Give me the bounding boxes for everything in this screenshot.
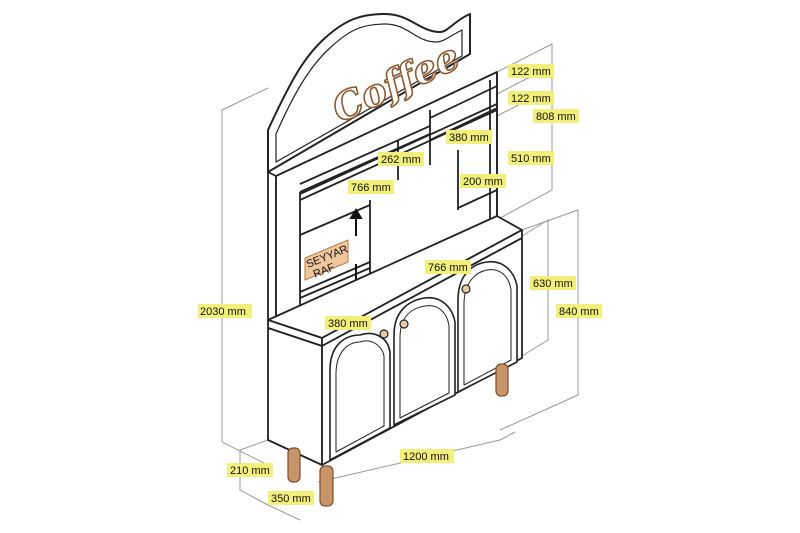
dim-inner-width-262: 262 mm xyxy=(381,154,421,166)
top-arch-panel xyxy=(267,13,471,173)
dim-upper-open: 510 mm xyxy=(511,153,551,165)
dim-counter-width-766: 766 mm xyxy=(428,262,468,274)
dim-shelf-height-200: 200 mm xyxy=(463,176,503,188)
dim-total-width: 1200 mm xyxy=(403,451,449,463)
dim-total-height: 2030 mm xyxy=(200,306,246,318)
knob-3 xyxy=(461,284,471,294)
dim-inner-width-380-bottom: 380 mm xyxy=(328,318,368,330)
knob-2 xyxy=(399,319,409,329)
dim-upper-total: 808 mm xyxy=(536,111,576,123)
depth-guide xyxy=(239,439,301,521)
door-1-inner xyxy=(335,340,385,453)
dim-lower-total-840: 840 mm xyxy=(559,306,599,318)
dim-top-shelf-2: 122 mm xyxy=(511,93,551,105)
dim-upper-width-766: 766 mm xyxy=(351,182,391,194)
dim-top-shelf-1: 122 mm xyxy=(511,66,551,78)
cabinet-legs xyxy=(287,363,509,507)
door-knobs xyxy=(379,284,471,339)
knob-1 xyxy=(379,329,389,339)
arched-doors xyxy=(329,261,518,461)
leg-front-right xyxy=(495,363,509,397)
dim-leg-height: 210 mm xyxy=(230,465,270,477)
lower-840-guide xyxy=(499,209,579,431)
leg-back-left xyxy=(287,447,301,483)
dim-depth: 350 mm xyxy=(271,493,311,505)
dim-lower-height-630: 630 mm xyxy=(533,278,573,290)
leg-front-left xyxy=(319,465,334,507)
dim-inner-width-380-top: 380 mm xyxy=(449,132,489,144)
dimension-labels: 122 mm 122 mm 808 mm 380 mm 510 mm 262 m… xyxy=(198,64,602,505)
width-guide xyxy=(317,431,516,483)
height-guide-left xyxy=(221,87,269,466)
